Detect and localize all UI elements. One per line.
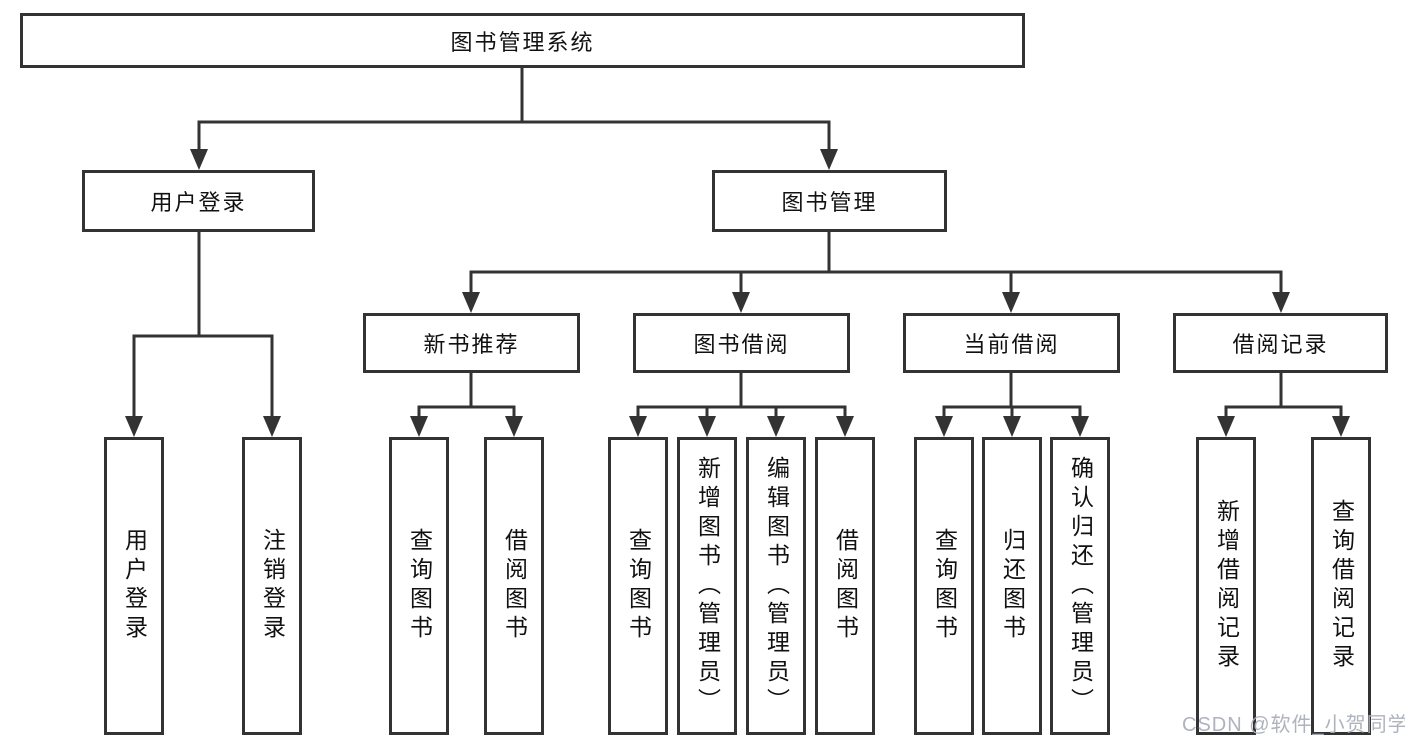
node-book-borrowing: 图书借阅 bbox=[633, 313, 850, 373]
node-user-login-branch: 用户登录 bbox=[82, 170, 315, 232]
node-current-borrowing: 当前借阅 bbox=[903, 313, 1120, 373]
leaf-logout: 注销登录 bbox=[242, 437, 302, 735]
leaf-borrow-books-2: 借阅图书 bbox=[815, 437, 875, 735]
leaf-return-books: 归还图书 bbox=[982, 437, 1042, 735]
leaf-add-books-admin: 新增图书（管理员） bbox=[677, 437, 737, 735]
leaf-add-borrow-record: 新增借阅记录 bbox=[1196, 437, 1256, 735]
leaf-query-books-2: 查询图书 bbox=[608, 437, 668, 735]
leaf-borrow-books-1: 借阅图书 bbox=[484, 437, 544, 735]
leaf-query-books-3: 查询图书 bbox=[914, 437, 974, 735]
leaf-query-borrow-record: 查询借阅记录 bbox=[1311, 437, 1371, 735]
leaf-edit-books-admin: 编辑图书（管理员） bbox=[746, 437, 806, 735]
csdn-watermark: CSDN @软件_小贺同学 bbox=[1182, 714, 1405, 736]
leaf-confirm-return-admin: 确认归还（管理员） bbox=[1050, 437, 1110, 735]
leaf-user-login: 用户登录 bbox=[104, 437, 164, 735]
node-new-book-recommend: 新书推荐 bbox=[363, 313, 580, 373]
leaf-query-books-1: 查询图书 bbox=[389, 437, 449, 735]
node-borrowing-records: 借阅记录 bbox=[1173, 313, 1388, 373]
node-book-management-branch: 图书管理 bbox=[712, 170, 947, 232]
node-library-management-system: 图书管理系统 bbox=[20, 13, 1025, 68]
